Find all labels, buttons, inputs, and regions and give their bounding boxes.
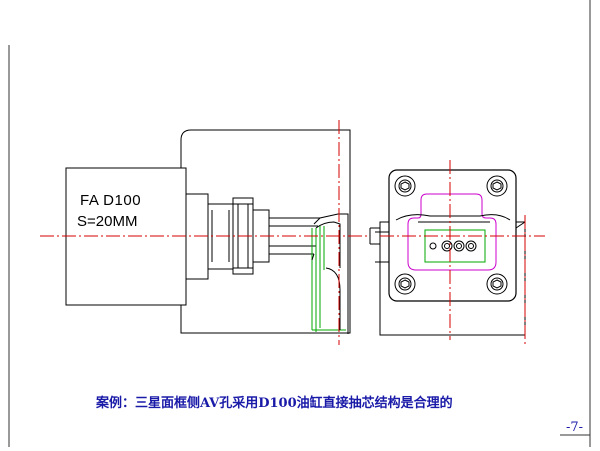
bolt-top-left: [394, 175, 416, 197]
cylinder-model-label: FA D100: [80, 192, 142, 209]
mold-plate: [180, 129, 351, 334]
side-features: [375, 221, 526, 263]
bolt-top-right: [486, 175, 508, 197]
core-face: [395, 214, 511, 263]
core-holes: [429, 240, 477, 252]
bolt-bottom-right: [486, 273, 508, 295]
slot-outline: [407, 193, 497, 271]
slide-caption: 案例：三星面框侧AV孔采用D100油缸直接抽芯结构是合理的: [96, 396, 453, 411]
centerlines-left: [40, 120, 370, 345]
bolt-bottom-left: [394, 273, 416, 295]
page-number: -7-: [566, 420, 584, 435]
mounting-bolts: [394, 175, 508, 295]
core-insert: [311, 213, 349, 334]
core-rod: [269, 217, 320, 255]
cylinder-stroke-label: S=20MM: [77, 213, 138, 230]
centerlines-right: [380, 160, 545, 345]
